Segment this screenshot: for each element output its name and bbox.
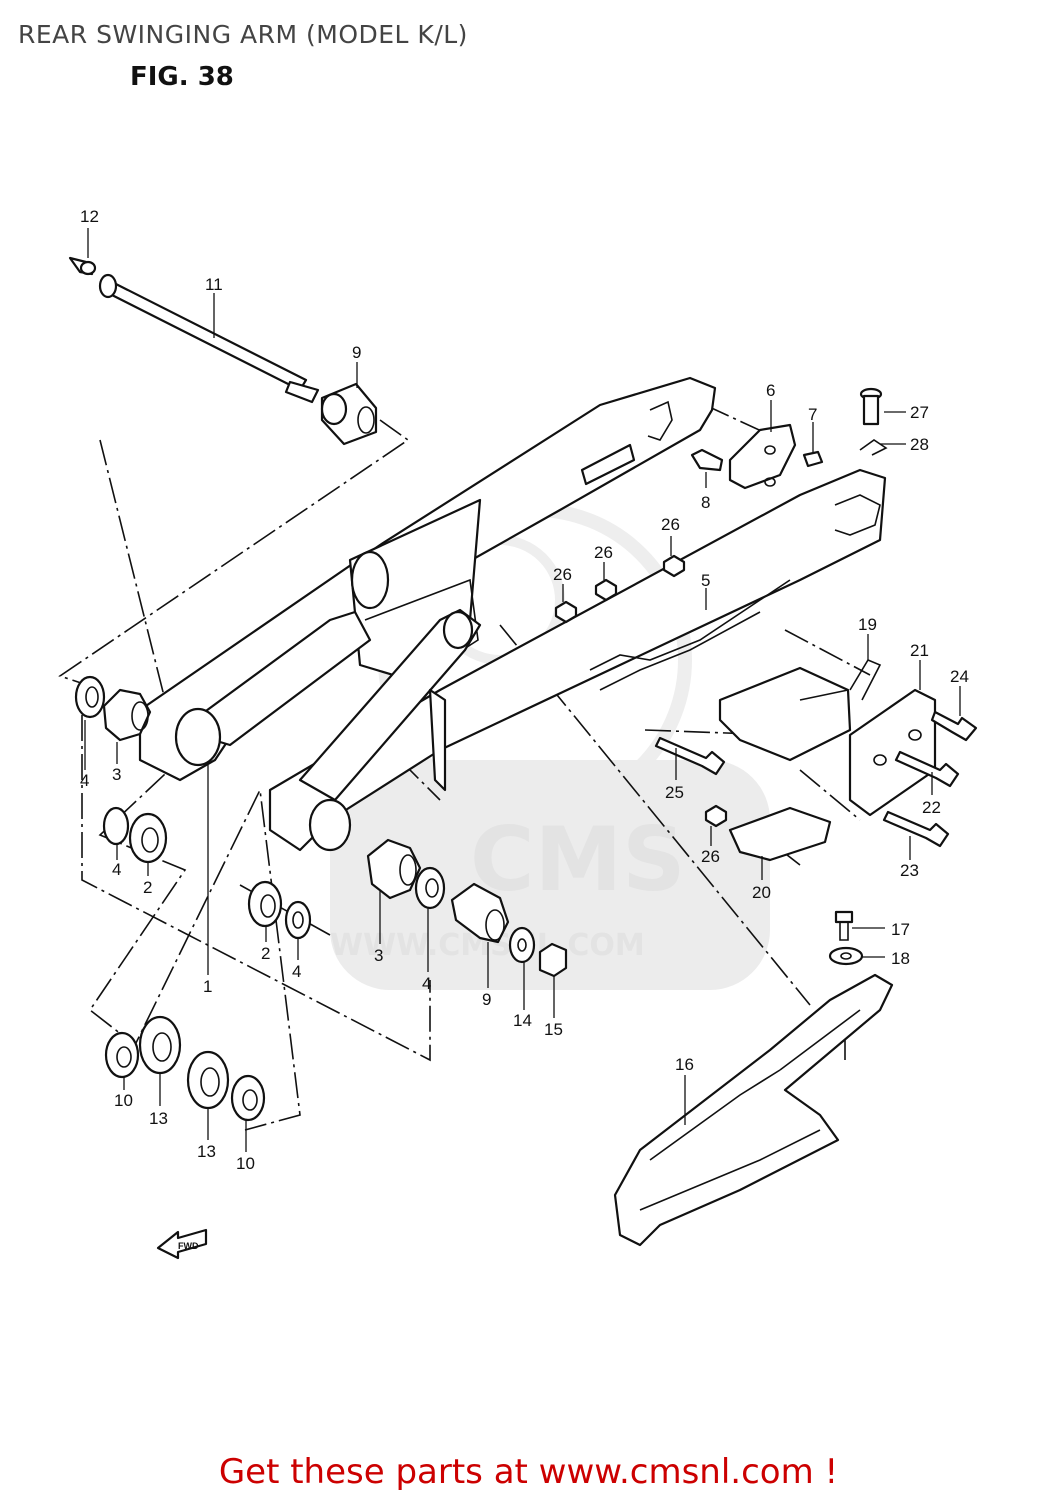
collar-10-right <box>230 1074 266 1122</box>
bearing-3-upper <box>102 688 152 742</box>
bolt-23 <box>882 810 950 848</box>
callout-4-b: 4 <box>112 860 121 879</box>
callout-25: 25 <box>665 783 684 802</box>
collar-9-upper <box>320 382 378 446</box>
footer-link[interactable]: Get these parts at www.cmsnl.com ! <box>218 1452 839 1492</box>
callout-13-b: 13 <box>197 1142 216 1161</box>
swing-arm <box>138 376 887 852</box>
callout-18: 18 <box>891 949 910 968</box>
callout-17: 17 <box>891 920 910 939</box>
collar-2-mid <box>128 812 168 864</box>
callout-26-b: 26 <box>594 543 613 562</box>
nuts-26 <box>554 554 728 828</box>
callout-11: 11 <box>205 275 223 294</box>
seal-4-lowmid <box>414 866 446 910</box>
bearing-3-low <box>366 838 422 900</box>
nut-15 <box>538 942 568 978</box>
callout-3-a: 3 <box>112 765 121 784</box>
screw-7 <box>802 450 824 468</box>
callout-10-a: 10 <box>114 1091 133 1110</box>
seal-13-left <box>138 1015 182 1075</box>
bolt-22 <box>894 750 960 788</box>
callout-4-a: 4 <box>80 771 89 790</box>
guide-20 <box>728 806 832 862</box>
fwd-arrow: FWD <box>156 1228 208 1260</box>
collar-10-left <box>104 1031 140 1079</box>
callout-7: 7 <box>808 405 817 424</box>
bolt-17 <box>834 910 854 941</box>
callout-2-a: 2 <box>143 878 152 897</box>
callout-16: 16 <box>675 1055 694 1074</box>
callout-4-d: 4 <box>422 974 431 993</box>
callout-23: 23 <box>900 861 919 880</box>
callout-13-a: 13 <box>149 1109 168 1128</box>
callout-26-a: 26 <box>661 515 680 534</box>
callout-26-d: 26 <box>701 847 720 866</box>
callout-26-c: 26 <box>553 565 572 584</box>
callout-20: 20 <box>752 883 771 902</box>
callout-6: 6 <box>766 381 775 400</box>
plate-21 <box>848 688 937 817</box>
figure-number: FIG. 38 <box>130 62 234 92</box>
chain-buffer-19 <box>718 658 882 762</box>
pin-27 <box>859 387 883 426</box>
watermark: CMS WWW.CMSNL.COM <box>330 503 770 990</box>
seal-4-mid <box>102 806 130 846</box>
callout-9: 9 <box>352 343 361 362</box>
clip-28 <box>859 439 888 456</box>
callout-8: 8 <box>701 493 710 512</box>
callout-22: 22 <box>922 798 941 817</box>
callout-21: 21 <box>910 641 929 660</box>
seal-4-upper <box>74 675 106 719</box>
callout-28: 28 <box>910 435 929 454</box>
bracket-6 <box>728 423 797 490</box>
callout-24: 24 <box>950 667 969 686</box>
callout-10-b: 10 <box>236 1154 255 1173</box>
fwd-label: FWD <box>178 1241 199 1251</box>
callout-9-b: 9 <box>482 990 491 1009</box>
collar-2-low <box>247 880 283 928</box>
callout-labels: 12 11 9 6 7 8 27 28 26 26 26 5 19 21 24 … <box>80 207 969 1173</box>
callout-12: 12 <box>80 207 99 226</box>
seal-13-right <box>186 1050 230 1110</box>
watermark-brand: CMS <box>470 808 686 911</box>
screw-8 <box>690 448 724 472</box>
bolt-25 <box>654 736 726 776</box>
parts-diagram: CMS WWW.CMSNL.COM <box>58 207 978 1260</box>
washer-18 <box>828 946 864 966</box>
page-title: REAR SWINGING ARM (MODEL K/L) <box>18 20 468 49</box>
chain-guide-16 <box>613 973 894 1247</box>
callout-15: 15 <box>544 1020 563 1039</box>
callout-4-c: 4 <box>292 962 301 981</box>
collar-9-lower <box>450 882 510 944</box>
callout-1: 1 <box>203 977 212 996</box>
callout-5: 5 <box>701 571 710 590</box>
pivot-shaft <box>68 256 320 404</box>
washer-14 <box>508 926 536 964</box>
callout-14: 14 <box>513 1011 532 1030</box>
callout-3-b: 3 <box>374 946 383 965</box>
nut-12 <box>68 256 97 276</box>
callout-27: 27 <box>910 403 929 422</box>
seal-4-low <box>284 900 312 940</box>
callout-2-b: 2 <box>261 944 270 963</box>
leader-lines <box>84 228 961 1152</box>
bolt-24 <box>930 710 978 742</box>
callout-19: 19 <box>858 615 877 634</box>
